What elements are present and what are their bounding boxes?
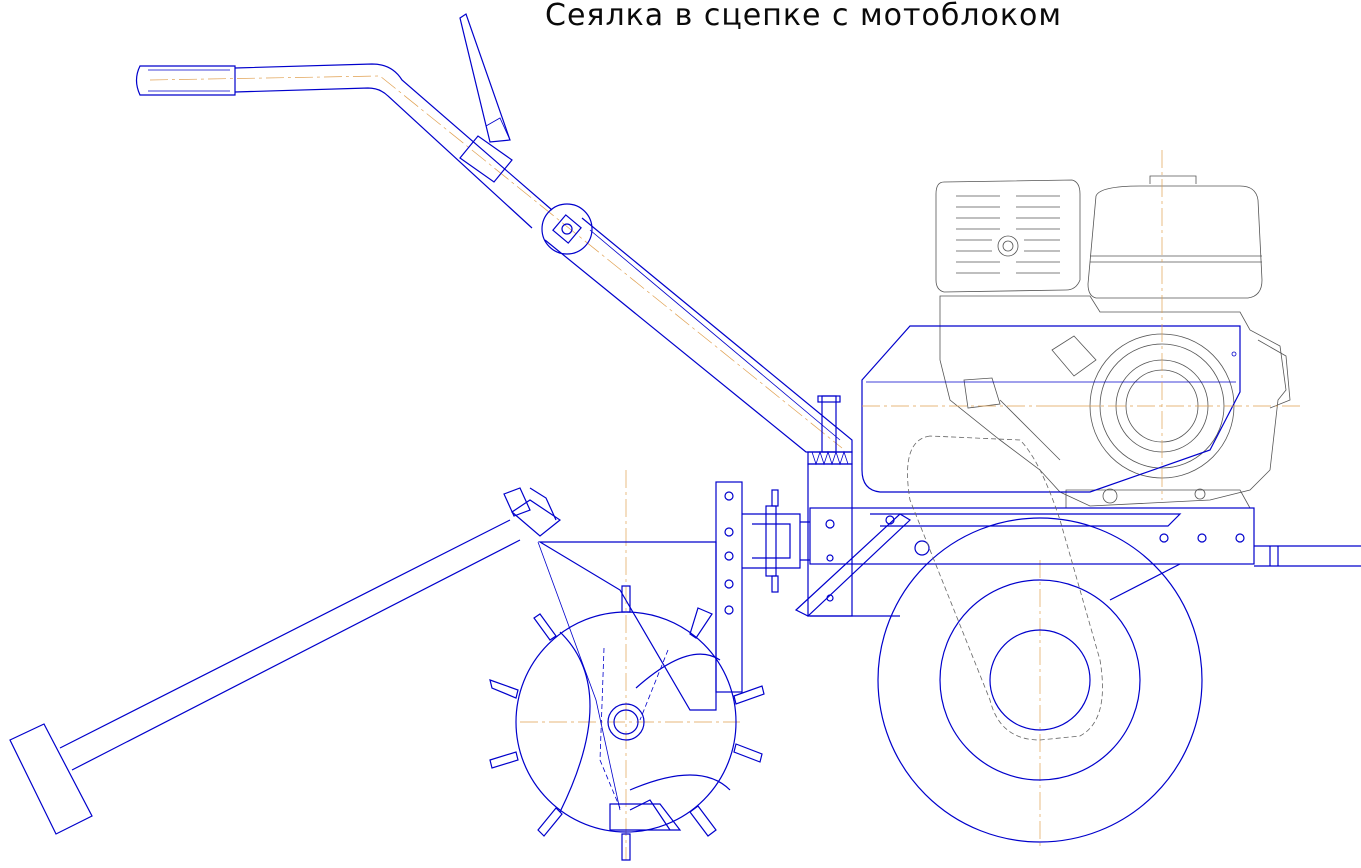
frame (794, 507, 1361, 617)
seed-hopper (537, 541, 717, 711)
mount-bolt (821, 395, 837, 453)
drive-chain-case (907, 435, 1103, 741)
hitch (715, 481, 810, 693)
frame-beam (809, 507, 1255, 565)
seeder (9, 487, 765, 861)
engine (935, 175, 1291, 509)
handlebar-upper-tube (234, 63, 553, 211)
handlebar (135, 13, 853, 617)
engine-air-filter (935, 179, 1081, 293)
engine-fuel-tank (1087, 185, 1263, 299)
handle-clamp (459, 135, 513, 183)
hitch-bracket (742, 513, 801, 569)
frame-brace (794, 513, 911, 617)
handle-grip (135, 65, 236, 96)
rear-hitch-bar (1254, 545, 1361, 567)
engine-guard (861, 325, 1241, 493)
drawing-title: Сеялка в сцепке с мотоблоком (545, 0, 1062, 33)
seeder-arm-joint (511, 499, 562, 537)
seeder-drag-arm (59, 519, 521, 771)
seed-opener (609, 803, 682, 831)
handlebar-lower-tube (544, 217, 853, 453)
seeder-wheel-spikes (489, 585, 765, 861)
drive-wheel-tire (877, 517, 1203, 843)
seeder-foot-plate (9, 723, 93, 835)
handle-pivot-joint (541, 203, 593, 255)
seeder-mount-plate (715, 481, 743, 693)
engine-block (939, 295, 1287, 507)
drive-wheel (877, 435, 1203, 843)
